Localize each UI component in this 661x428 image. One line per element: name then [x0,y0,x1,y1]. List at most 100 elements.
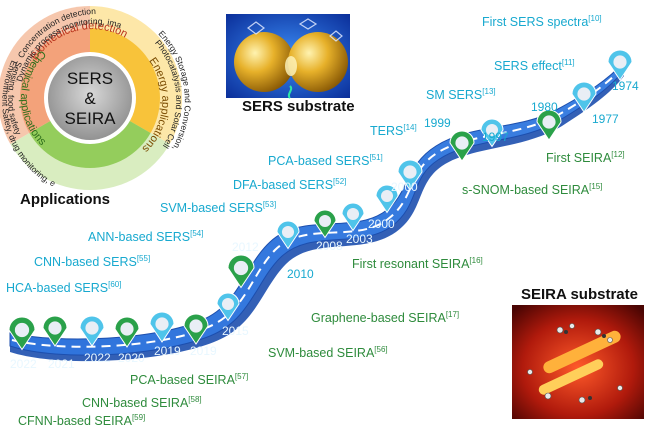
milestone-ref: [60] [108,280,122,289]
milestone-label: CNN-based SERS[55] [34,255,150,269]
milestone-text: SERS effect [494,59,562,74]
timeline-pins [8,49,633,351]
milestone-label: TERS[14] [370,124,417,138]
milestone-label: First resonant SEIRA[16] [352,257,483,271]
milestone-text: First resonant SEIRA [352,257,470,272]
seira-pin-icon [227,254,255,289]
milestone-text: ANN-based SERS [88,230,191,245]
sers-pin-icon [276,220,300,250]
milestone-label: s-SNOM-based SEIRA[15] [462,183,602,197]
milestone-year: 2019 [190,344,217,358]
sers-pin-icon [341,202,365,232]
seira-pin-icon [8,316,36,351]
sers-substrate-caption: SERS substrate [242,98,355,115]
sers-pin-icon [375,184,399,214]
sers-pin-icon [480,118,504,148]
applications-wheel: SERS & SEIRA Biomedical detection Concen… [0,0,193,191]
milestone-ref: [58] [188,395,202,404]
seira-pin-icon [449,130,475,162]
milestone-ref: [55] [136,254,151,263]
seira-pin-icon [313,209,337,239]
milestone-ref: [57] [234,372,249,381]
milestone-text: CNN-based SERS [34,255,137,270]
milestone-label: SERS effect[11] [494,59,575,73]
sers-pin-icon [79,315,105,347]
milestone-text: CNN-based SEIRA [82,396,189,411]
milestone-year: 2008 [316,239,343,253]
applications-caption: Applications [20,191,111,208]
milestone-text: CFNN-based SEIRA [18,414,132,428]
milestone-ref: [53] [262,200,277,209]
milestone-year: 2000 [368,217,395,231]
milestone-text: s-SNOM-based SEIRA [462,183,590,198]
milestone-label: SVM-based SEIRA[56] [268,346,388,360]
sers-pin-icon [571,81,597,113]
milestone-year: 2015 [222,324,249,338]
milestone-year: 1997 [482,130,509,144]
milestone-text: SM SERS [426,88,483,103]
milestone-label: PCA-based SERS[51] [268,154,383,168]
milestone-text: Graphene-based SEIRA [311,311,446,326]
milestone-text: First SEIRA [546,151,612,166]
wheel-hub [48,56,132,140]
milestone-ref: [17] [445,310,460,319]
seira-pin-icon [42,315,68,347]
seira-pin-icon [536,109,562,141]
milestone-ref: [56] [374,345,388,354]
milestone-year: 2022 [84,351,111,365]
milestone-year: 1974 [612,79,639,93]
milestone-text: SVM-based SEIRA [268,346,375,361]
milestone-year: 2010 [287,267,314,281]
milestone-year: 2012 [232,240,259,254]
milestone-text: PCA-based SERS [268,154,370,169]
milestone-year: 2019 [154,344,181,358]
milestone-ref: [11] [561,58,575,67]
milestone-ref: [51] [369,153,383,162]
sers-substrate-image [226,14,350,99]
milestone-label: CFNN-based SEIRA[59] [18,414,145,428]
milestone-label: First SERS spectra[10] [482,15,602,29]
milestone-ref: [13] [482,87,496,96]
milestone-ref: [59] [131,413,146,422]
wheel-center-line-2: & [84,89,96,108]
milestone-text: DFA-based SERS [233,178,334,193]
milestone-label: ANN-based SERS[54] [88,230,203,244]
wheel-center-line-3: SEIRA [64,109,116,128]
milestone-label: HCA-based SERS[60] [6,281,121,295]
milestone-ref: [14] [403,123,417,132]
milestone-text: TERS [370,124,404,139]
milestone-label: CNN-based SEIRA[58] [82,396,202,410]
sers-pin-icon [216,292,240,322]
milestone-year: 2000 [391,180,418,194]
wheel-center-line-1: SERS [67,69,113,88]
sers-pin-icon [607,49,633,81]
milestone-year: 2022 [10,357,37,371]
milestone-text: PCA-based SEIRA [130,373,235,388]
seira-pin-icon [114,316,140,348]
milestone-ref: [12] [611,150,625,159]
milestone-label: SVM-based SERS[53] [160,201,276,215]
milestone-text: First SERS spectra [482,15,589,30]
milestone-year: 1980 [531,100,558,114]
seira-pin-icon [183,313,209,345]
milestone-year: 1999 [424,116,451,130]
milestone-label: Graphene-based SEIRA[17] [311,311,459,325]
milestone-ref: [10] [588,14,602,23]
milestone-ref: [16] [469,256,483,265]
milestone-text: SVM-based SERS [160,201,263,216]
milestone-year: 2003 [346,232,373,246]
seira-substrate-caption: SEIRA substrate [521,286,638,303]
seira-substrate-image [512,305,644,419]
sers-pin-icon [397,159,423,191]
milestone-ref: [54] [190,229,204,238]
milestone-label: SM SERS[13] [426,88,496,102]
milestone-label: PCA-based SEIRA[57] [130,373,248,387]
milestone-year: 1977 [592,112,619,126]
milestone-ref: [52] [333,177,347,186]
milestone-text: HCA-based SERS [6,281,109,296]
milestone-ref: [15] [589,182,603,191]
milestone-year: 2021 [48,357,75,371]
milestone-label: DFA-based SERS[52] [233,178,346,192]
milestone-label: First SEIRA[12] [546,151,625,165]
